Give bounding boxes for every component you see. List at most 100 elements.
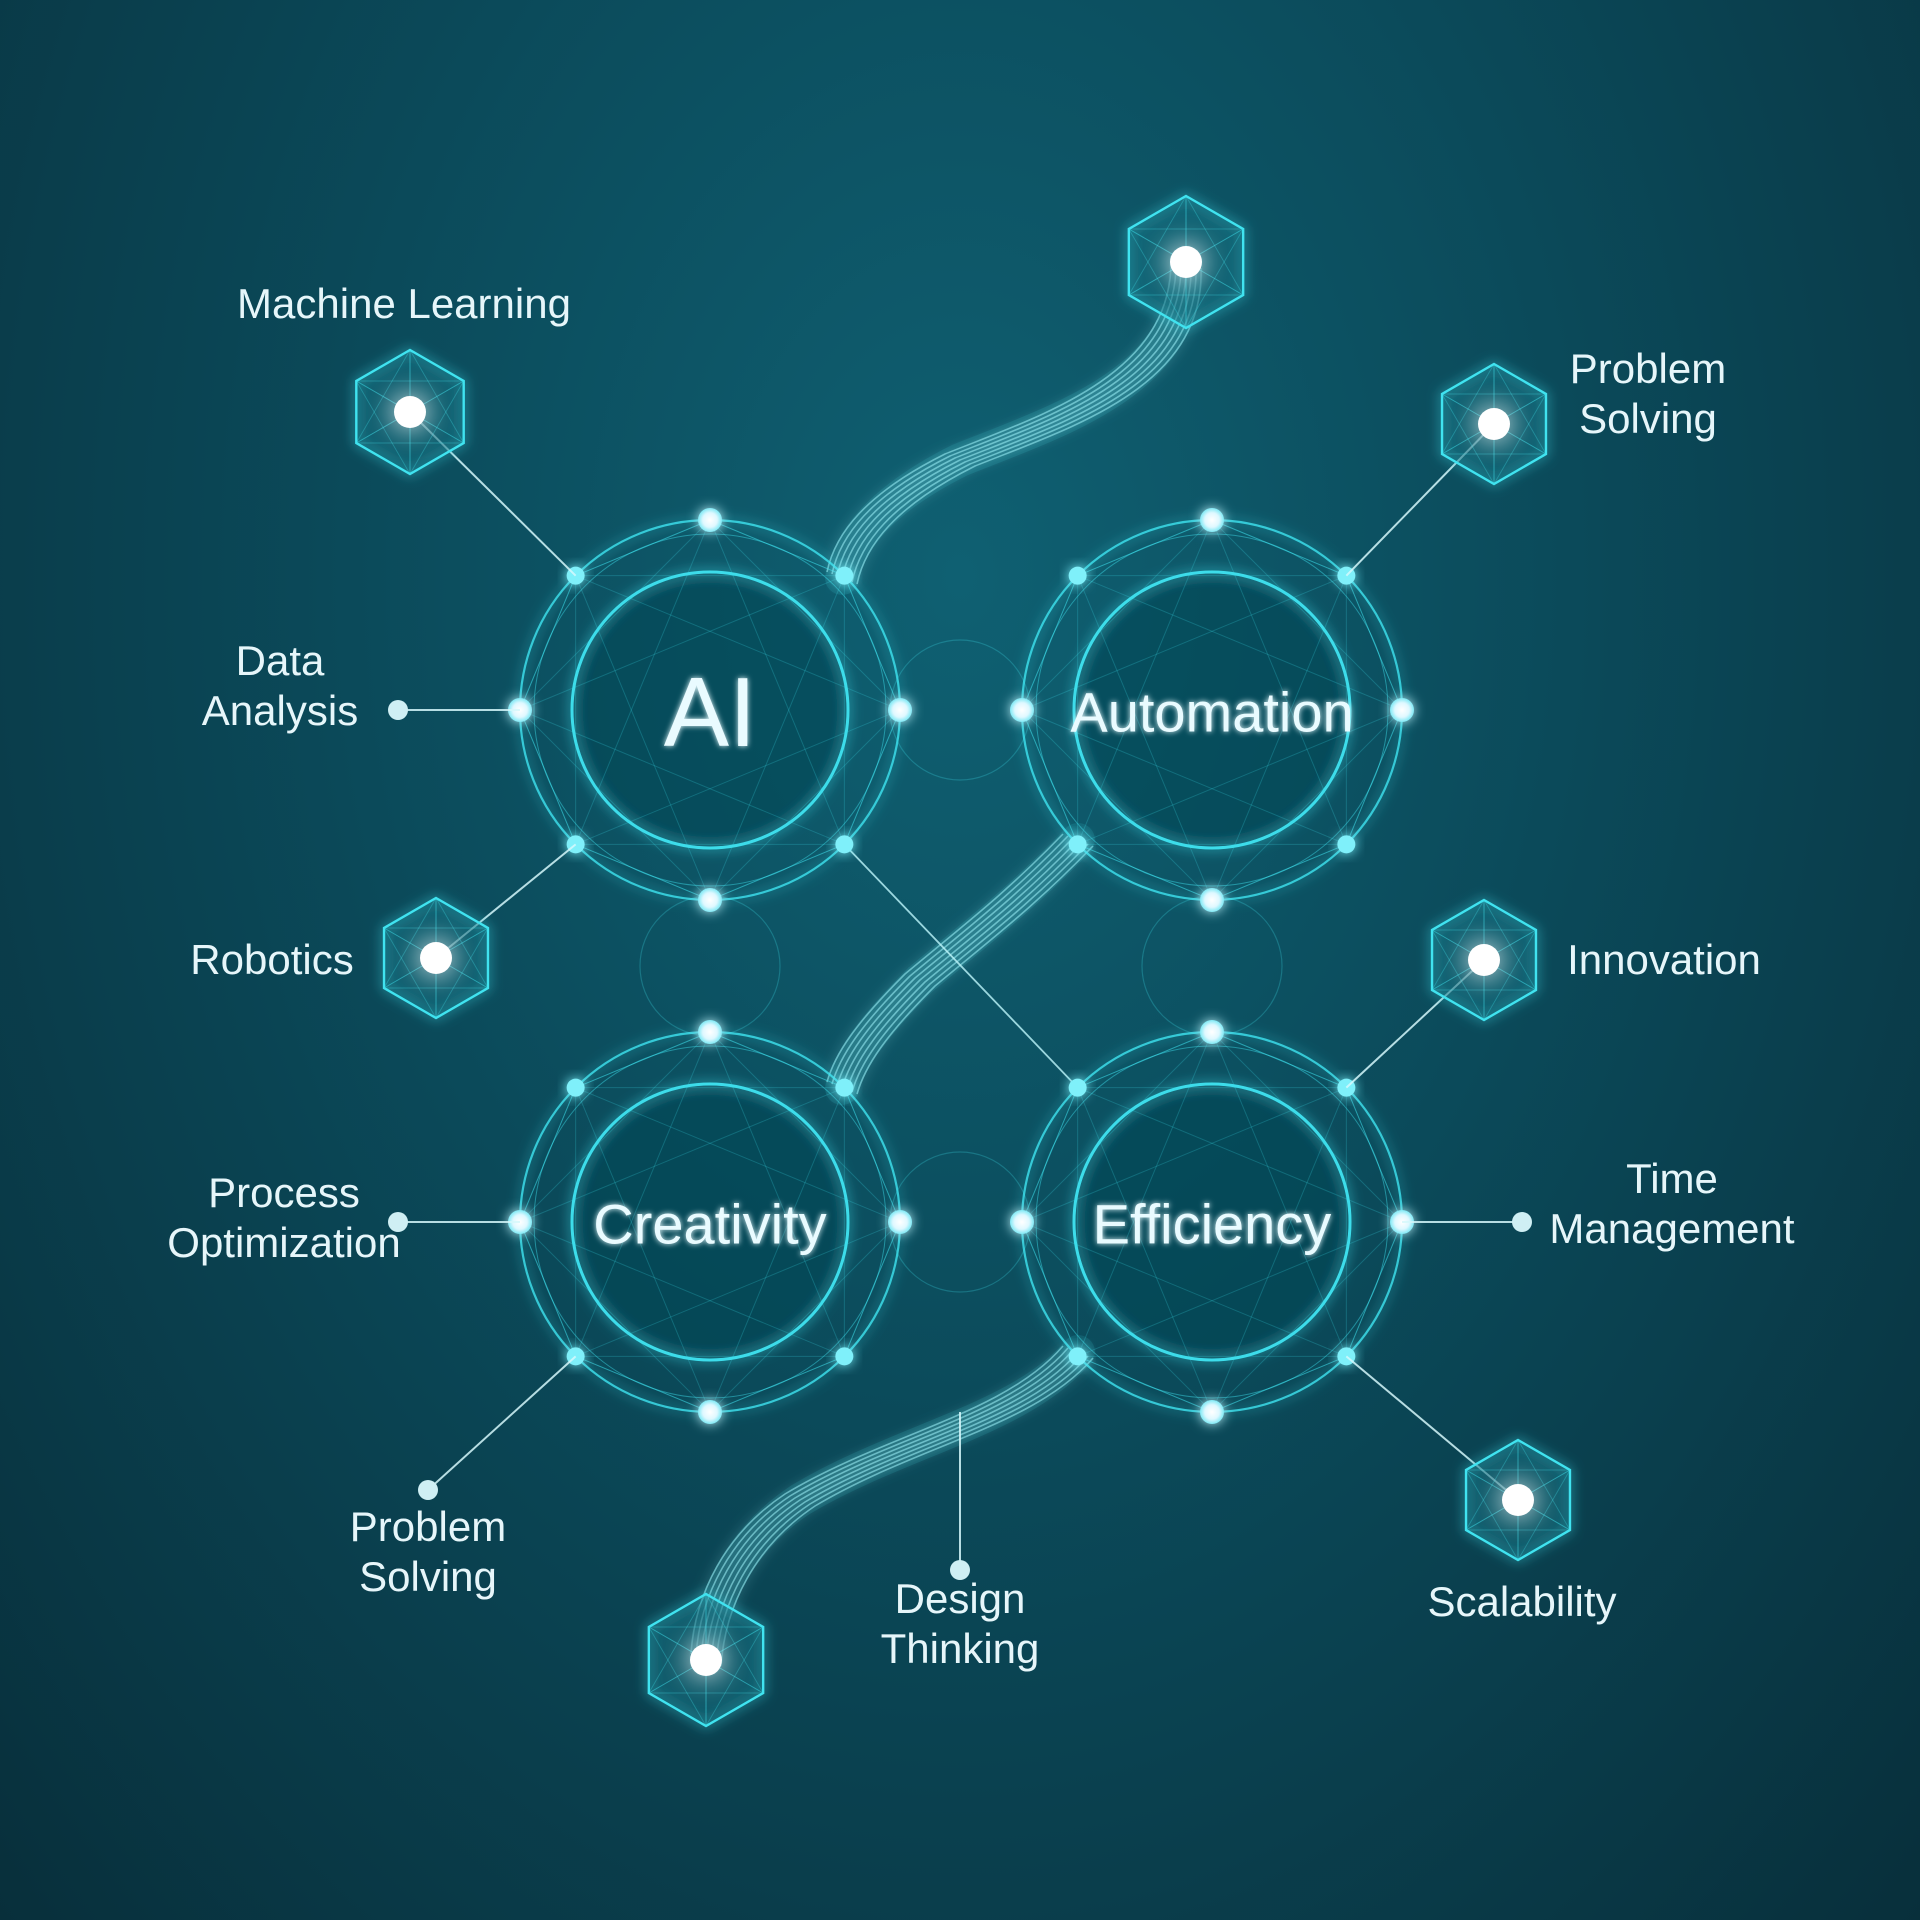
hub-mesh-line <box>709 575 845 901</box>
hub-ring-node <box>566 1078 585 1097</box>
flow-endpoint-top <box>1127 194 1245 330</box>
hexagon-icon <box>1464 1438 1572 1562</box>
hub-mesh-line <box>575 1087 901 1223</box>
hub-ring-node <box>888 698 912 722</box>
flow-stream-strand <box>700 1349 1074 1659</box>
hub-mesh-line <box>1077 1087 1213 1413</box>
flow-stream-strand <box>836 259 1182 577</box>
hexagon-core <box>1468 944 1500 976</box>
satellite-dot <box>388 700 408 720</box>
hub-mesh-line <box>519 709 711 901</box>
hub-mesh-line <box>709 1221 901 1413</box>
hub-mesh-line <box>1077 843 1213 901</box>
hub-mesh-line <box>843 1087 901 1223</box>
satellite-label: Problem <box>1570 345 1726 392</box>
hub-mesh-line <box>1077 1355 1213 1413</box>
hub-ring-node <box>1068 1347 1087 1366</box>
hub-mesh-line <box>519 575 845 711</box>
flow-stream-strand <box>841 839 1079 1089</box>
satellite-innovation: Innovation <box>1345 898 1761 1089</box>
hexagon-core <box>1170 246 1202 278</box>
hub-mesh-line <box>519 1221 577 1357</box>
satellite-label: Innovation <box>1567 936 1761 983</box>
satellite-label: Solving <box>359 1553 497 1600</box>
flow-stream-strand <box>831 835 1069 1085</box>
hub-mesh-line <box>519 709 577 845</box>
flow-stream-strand <box>851 843 1089 1093</box>
hub-mesh-line <box>519 1087 577 1223</box>
hub-mesh-line <box>1077 1221 1403 1357</box>
hub-mesh-line <box>1211 1087 1347 1413</box>
satellite-scalability: Scalability <box>1345 1355 1617 1625</box>
hub-mesh-line <box>1077 519 1213 577</box>
hub-ring-shadow <box>533 1045 887 1399</box>
hub-mesh-line <box>575 1031 711 1357</box>
hub-mesh-line <box>519 519 711 711</box>
hub-mesh-line <box>709 1031 901 1223</box>
flow-stream-strand <box>856 845 1094 1095</box>
link-ai-efficiency <box>843 843 1079 1089</box>
satellite-dot <box>388 1212 408 1232</box>
hub-ring-node <box>1200 508 1224 532</box>
hub-mesh-line <box>709 709 901 901</box>
hub-mesh-line <box>1077 519 1213 845</box>
hub-mesh-line <box>575 519 711 577</box>
satellite-label: Solving <box>1579 395 1717 442</box>
hub-mesh-line <box>575 1087 711 1413</box>
hub-inner-ring <box>570 1082 850 1362</box>
hub-mesh-line <box>1211 519 1347 577</box>
hub-ring-node <box>1068 566 1087 585</box>
hub-ring-shadow <box>533 533 887 887</box>
hub-ring-node <box>698 1400 722 1424</box>
hub-ring-node <box>1068 1078 1087 1097</box>
flow-stream-strand <box>705 1351 1079 1661</box>
flow-stream-strand <box>841 261 1187 579</box>
hub-ring-node <box>888 1210 912 1234</box>
satellite-label: Design <box>895 1575 1026 1622</box>
hub-mesh-line <box>1077 575 1213 901</box>
hexagon-icon <box>1127 194 1245 330</box>
hexagon-core <box>1478 408 1510 440</box>
hub-mesh-line <box>1211 519 1403 711</box>
hub-mesh-line <box>575 575 711 901</box>
flow-stream-strand <box>720 1357 1094 1667</box>
satellite-label: Analysis <box>202 687 358 734</box>
hub-ring-node <box>1200 888 1224 912</box>
hub-mesh-line <box>1021 575 1347 711</box>
satellite-label: Scalability <box>1427 1578 1616 1625</box>
satellite-dot <box>418 1480 438 1500</box>
hub-ring-node <box>698 1020 722 1044</box>
hub-mesh-line <box>1345 1221 1403 1357</box>
hub-mesh-line <box>709 519 845 577</box>
hub-ring-shadow <box>1035 533 1389 887</box>
hub-mesh-line <box>709 1355 845 1413</box>
hub-mesh-line <box>1211 519 1347 845</box>
satellite-label: Optimization <box>167 1219 400 1266</box>
hub-mesh-line <box>1021 1031 1213 1223</box>
hub-ring-node <box>1010 1210 1034 1234</box>
hub-mesh-line <box>519 1031 711 1223</box>
hub-ai: AI <box>508 508 912 912</box>
hub-mesh-line <box>1211 575 1347 901</box>
hub-mesh-line <box>1021 575 1079 711</box>
hub-mesh-line <box>1211 709 1403 901</box>
hub-mesh-line <box>843 1221 901 1357</box>
hub-mesh-line <box>1021 709 1213 901</box>
hub-ring-node <box>835 1347 854 1366</box>
hub-mesh-line <box>519 1087 845 1223</box>
flow-stream-halo <box>825 245 1204 595</box>
hub-label-efficiency: Efficiency <box>1093 1193 1332 1256</box>
hub-inner-ring <box>1072 1082 1352 1362</box>
flow-stream-layer <box>689 245 1204 1677</box>
hub-mesh-line <box>1021 1221 1079 1357</box>
hub-label-ai: AI <box>664 657 757 767</box>
hexagon-core <box>690 1644 722 1676</box>
hub-mesh-line <box>1211 1355 1347 1413</box>
hub-mesh-line <box>1211 843 1347 901</box>
hub-mesh-line <box>1021 519 1213 711</box>
